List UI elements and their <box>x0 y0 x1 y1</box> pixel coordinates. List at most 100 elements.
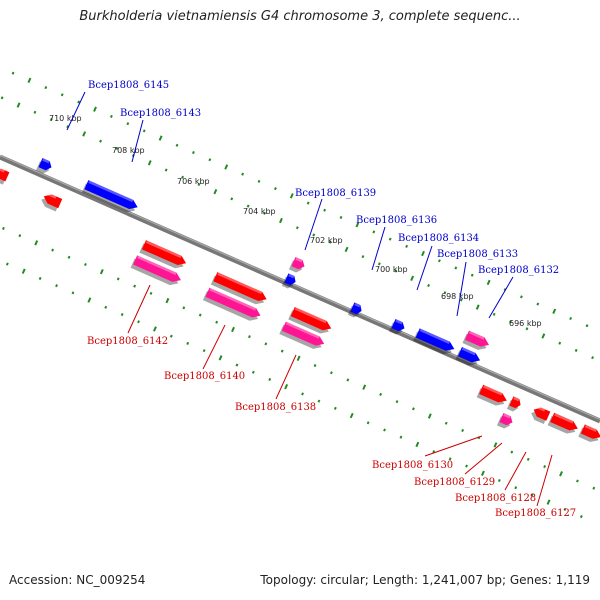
minor-tick <box>443 291 447 295</box>
topology-summary: Topology: circular; Length: 1,241,007 bp… <box>260 573 590 587</box>
gene-forward <box>35 158 52 174</box>
minor-tick <box>120 312 124 317</box>
minor-tick <box>197 182 201 186</box>
minor-tick <box>361 255 365 259</box>
gene-reverse <box>476 384 507 406</box>
major-tick <box>410 275 415 281</box>
minor-tick <box>0 96 4 100</box>
minor-tick <box>509 320 512 324</box>
minor-tick <box>520 295 523 299</box>
minor-tick <box>18 234 22 238</box>
minor-tick <box>510 450 514 454</box>
gene-forward <box>347 302 362 318</box>
gene-label: Bcep1808_6134 <box>398 233 479 244</box>
major-tick <box>284 383 289 390</box>
minor-tick <box>317 399 321 403</box>
major-tick <box>153 326 157 332</box>
kbp-label: 708 kbp <box>112 146 145 155</box>
major-tick <box>16 102 21 108</box>
minor-tick <box>399 435 403 439</box>
gene-forward <box>413 328 455 355</box>
tick-rings <box>0 71 596 519</box>
gene-label: Bcep1808_6140 <box>164 371 245 382</box>
gene-label: Bcep1808_6129 <box>414 477 495 488</box>
major-tick <box>355 221 360 228</box>
leader-lines <box>66 91 553 507</box>
gene-label: Bcep1808_6143 <box>120 108 201 119</box>
major-tick <box>21 268 26 274</box>
major-tick <box>224 164 229 170</box>
gene-pseudo <box>288 257 305 273</box>
minor-tick <box>115 146 119 150</box>
minor-tick <box>2 226 5 230</box>
minor-tick <box>514 486 518 490</box>
minor-tick <box>241 172 245 176</box>
minor-tick <box>116 277 120 281</box>
minor-tick <box>67 255 71 259</box>
minor-tick <box>149 291 153 295</box>
gene-reverse <box>531 405 551 425</box>
minor-tick <box>77 100 81 104</box>
gene-reverse <box>41 192 63 212</box>
minor-tick <box>591 356 594 360</box>
major-tick <box>362 384 367 390</box>
minor-tick <box>44 86 48 90</box>
minor-tick <box>492 312 496 316</box>
major-tick <box>559 471 563 477</box>
minor-tick <box>412 407 415 411</box>
minor-tick <box>137 320 140 324</box>
minor-tick <box>230 197 234 201</box>
accession-text: Accession: NC_009254 <box>9 573 146 587</box>
gene-label: Bcep1808_6133 <box>437 249 518 260</box>
minor-tick <box>110 114 113 118</box>
minor-tick <box>372 230 376 234</box>
minor-tick <box>395 400 399 404</box>
gene-forward <box>281 273 296 289</box>
minor-tick <box>313 363 317 368</box>
minor-tick <box>432 450 436 454</box>
minor-tick <box>525 327 529 331</box>
gene-label: Bcep1808_6139 <box>295 188 376 199</box>
minor-tick <box>126 122 130 126</box>
major-tick <box>349 412 354 419</box>
minor-tick <box>470 273 474 277</box>
kbp-label: 704 kbp <box>243 207 276 216</box>
minor-tick <box>104 305 108 309</box>
major-tick <box>493 442 498 448</box>
gene-reverse <box>288 306 332 334</box>
gene-label: Bcep1808_6136 <box>356 215 437 226</box>
minor-tick <box>579 515 583 519</box>
major-tick <box>147 160 152 166</box>
major-tick <box>296 355 301 362</box>
gene-label: Bcep1808_6132 <box>478 265 559 276</box>
minor-tick <box>248 335 251 339</box>
minor-tick <box>246 204 250 208</box>
major-tick <box>541 333 546 339</box>
gene-label: Bcep1808_6130 <box>372 460 453 471</box>
minor-tick <box>379 392 383 396</box>
minor-tick <box>175 143 179 147</box>
major-tick <box>99 269 104 275</box>
gene-label: Bcep1808_6127 <box>495 508 576 519</box>
minor-tick <box>257 179 261 183</box>
map-title: Burkholderia vietnamiensis G4 chromosome… <box>79 9 521 24</box>
minor-tick <box>569 316 573 321</box>
major-tick <box>481 470 485 476</box>
minor-tick <box>377 262 381 266</box>
minor-tick <box>33 110 37 114</box>
minor-tick <box>526 457 530 461</box>
kbp-label: 710 kbp <box>49 114 82 123</box>
minor-tick <box>235 363 239 367</box>
minor-tick <box>55 284 58 288</box>
major-tick <box>486 279 491 286</box>
major-tick <box>231 326 235 333</box>
gene-pseudo <box>202 287 261 321</box>
minor-tick <box>576 479 579 483</box>
minor-tick <box>333 406 337 410</box>
gene-reverse <box>139 240 187 269</box>
minor-tick <box>312 233 316 237</box>
major-tick <box>546 499 551 505</box>
minor-tick <box>328 240 332 244</box>
minor-tick <box>208 158 212 162</box>
